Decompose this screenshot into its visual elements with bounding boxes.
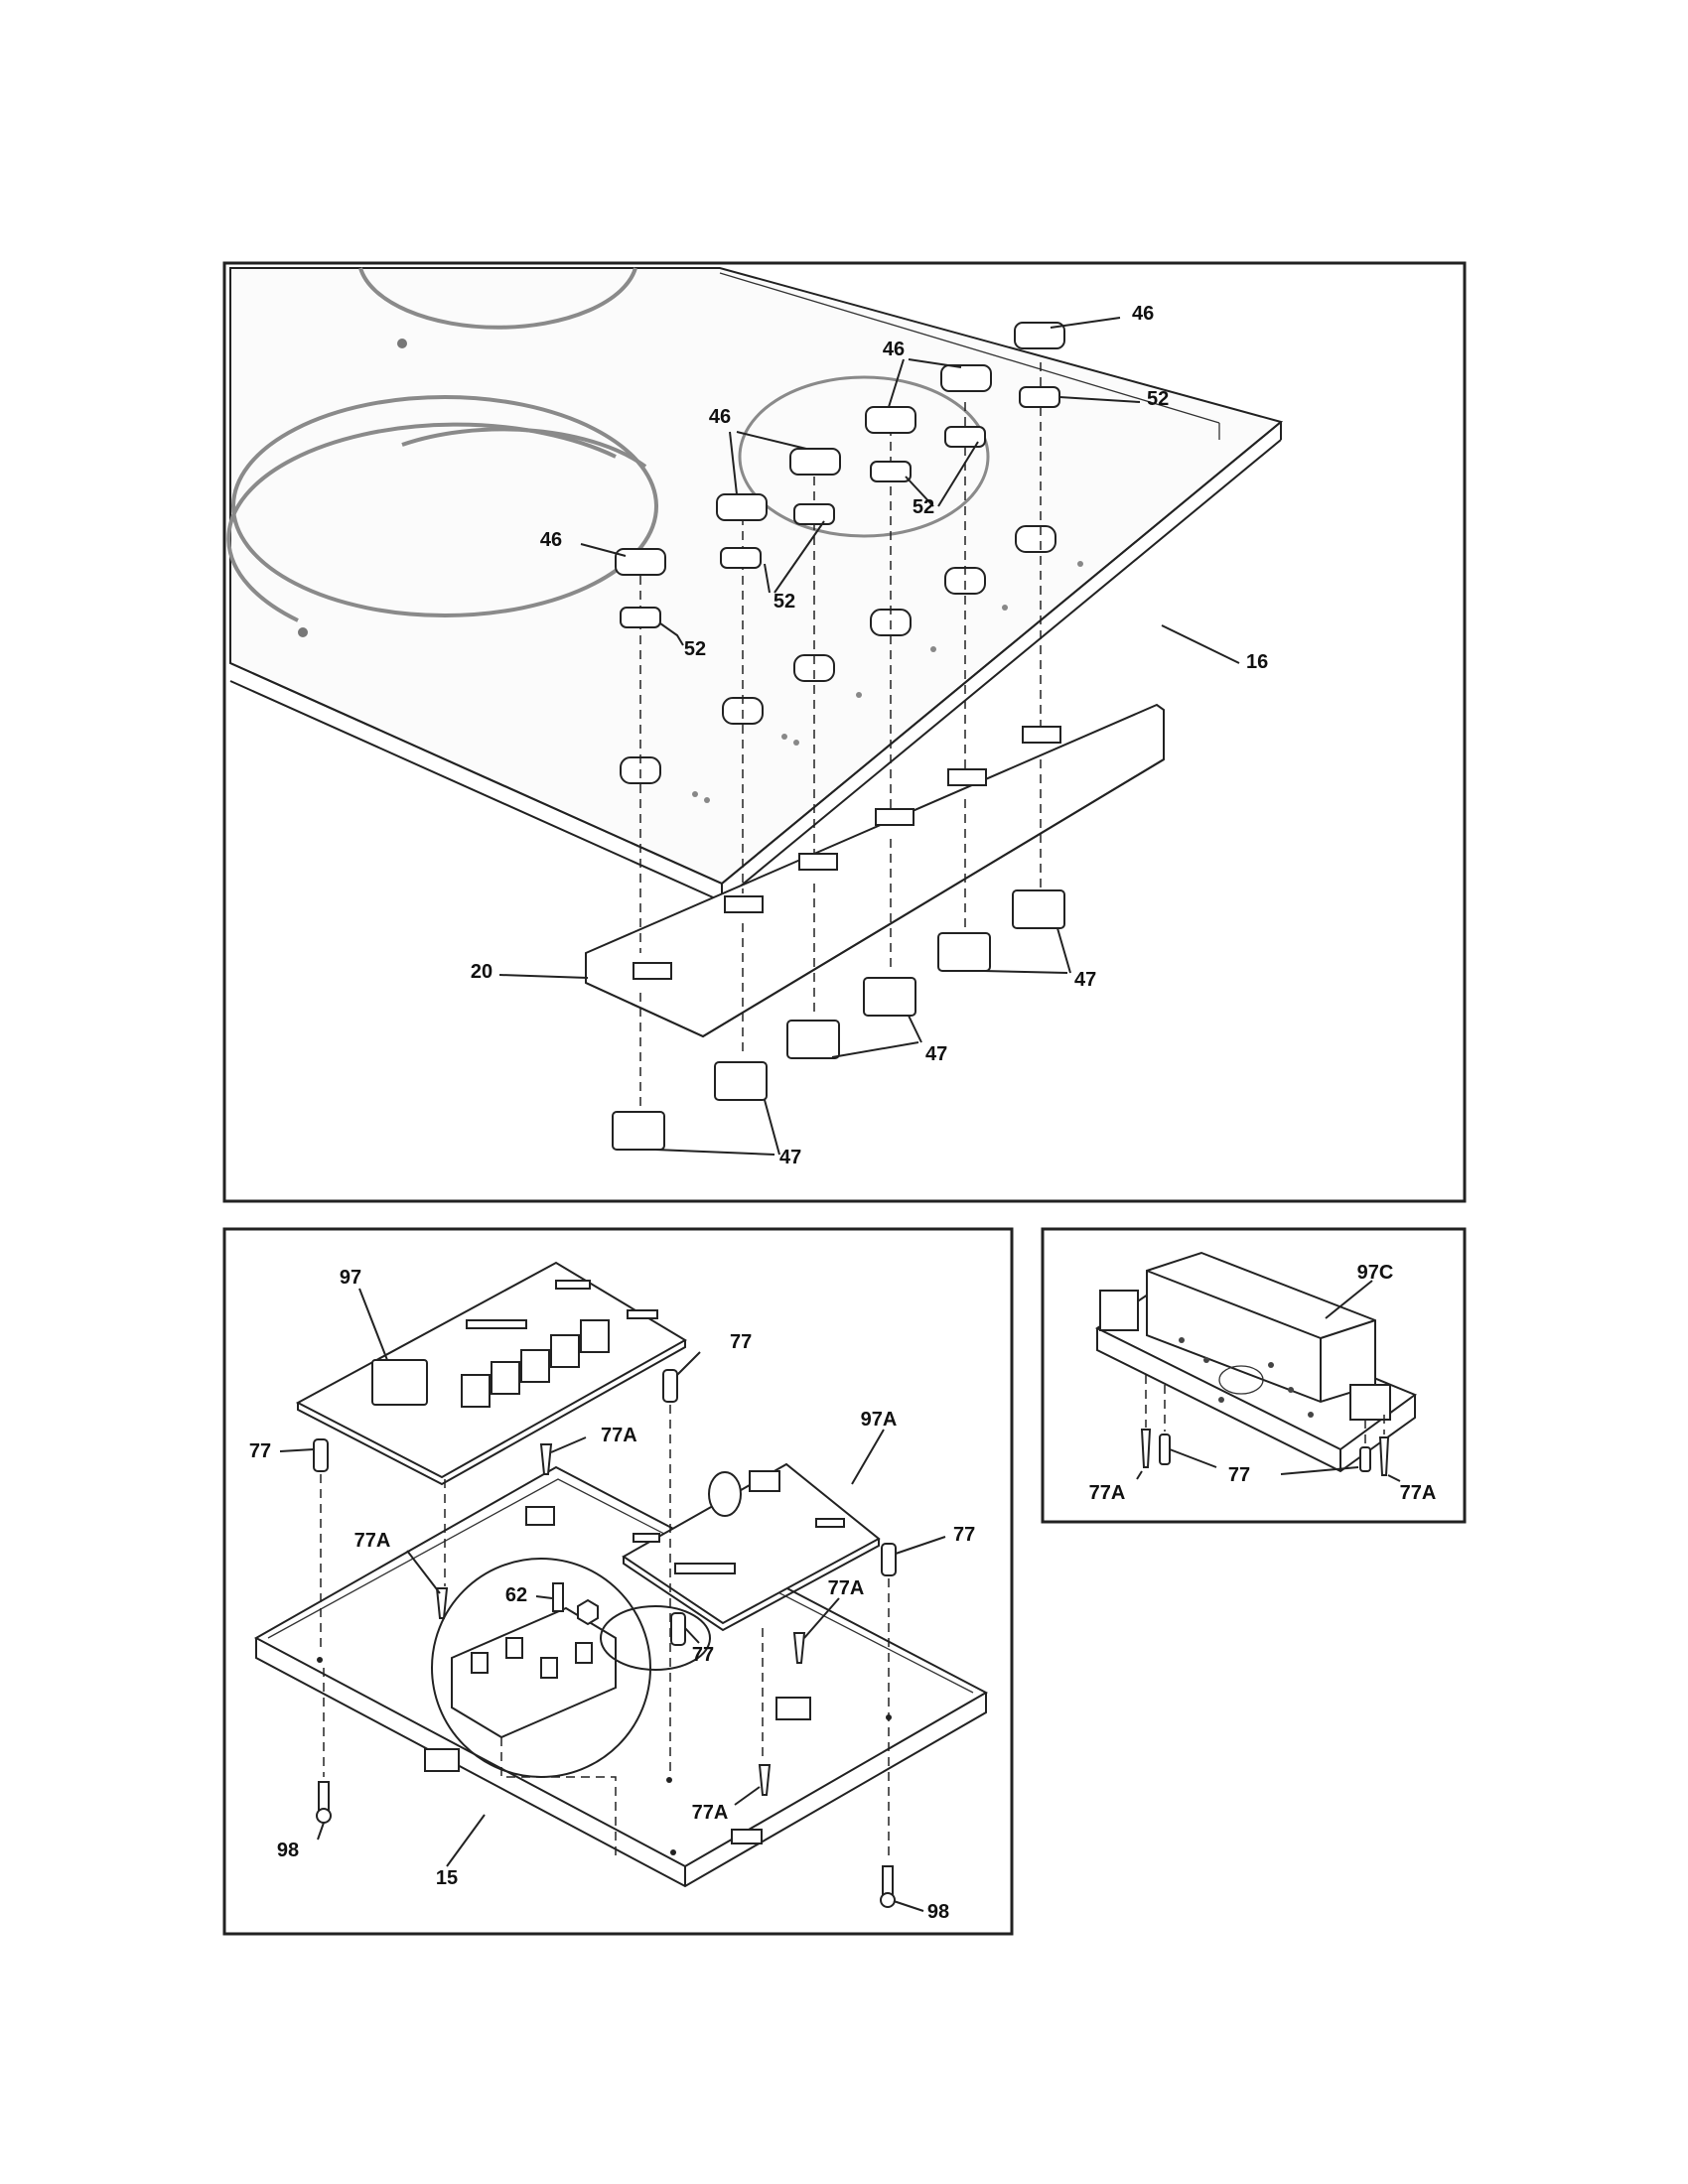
- lower-right-panel: 97C 77A 77 77A: [1041, 1227, 1467, 1524]
- callout-46: 46: [540, 529, 562, 551]
- callout-77: 77: [249, 1440, 271, 1462]
- callout-77: 77: [953, 1524, 975, 1546]
- board-assembly: [1095, 1251, 1418, 1473]
- knob-caps: [615, 322, 1065, 576]
- callout-20: 20: [471, 961, 492, 983]
- locking-support: [539, 1443, 553, 1475]
- standoff: [670, 1612, 686, 1646]
- callout-98: 98: [927, 1901, 949, 1923]
- burner-ring-front-left: [231, 395, 658, 617]
- gasket: [1019, 386, 1060, 408]
- callout-77a: 77A: [692, 1802, 729, 1824]
- locking-supports: [435, 1443, 806, 1796]
- lower-right-alignment-lines: [1145, 1375, 1385, 1444]
- callout-46: 46: [883, 339, 905, 360]
- callout-47: 47: [779, 1147, 801, 1168]
- knob-cap: [716, 493, 768, 521]
- switch: [786, 1020, 840, 1059]
- locking-support: [1378, 1436, 1390, 1476]
- knob-cap: [1014, 322, 1065, 349]
- board-display-segments: [633, 726, 1061, 980]
- lower-left-callouts: 97 77 77 77A 77A 97A 77 77A 62 77 77A 98…: [249, 1267, 975, 1923]
- callout-98: 98: [277, 1840, 299, 1861]
- screw: [318, 1781, 330, 1813]
- locking-support: [792, 1632, 806, 1664]
- switch: [863, 977, 916, 1017]
- callout-52: 52: [913, 496, 934, 518]
- glass-cooktop: [226, 267, 1284, 903]
- gasket: [870, 461, 912, 482]
- switch: [937, 932, 991, 972]
- chassis: [253, 1465, 989, 1888]
- callout-97a: 97A: [861, 1409, 898, 1431]
- callout-52: 52: [684, 638, 706, 660]
- knob-cap: [865, 406, 916, 434]
- callout-47: 47: [925, 1043, 947, 1065]
- callout-77a: 77A: [1400, 1482, 1437, 1504]
- locking-support: [435, 1587, 449, 1619]
- standoff: [1359, 1446, 1371, 1472]
- touch-control-board: [585, 703, 1165, 1038]
- gasket: [944, 426, 986, 448]
- lower-left-panel: 97 77 77 77A 77A 97A 77 77A 62 77 77A 98…: [222, 1227, 1014, 1936]
- switch: [714, 1061, 768, 1101]
- control-board: [622, 1462, 881, 1632]
- standoff: [313, 1438, 329, 1472]
- switches: [612, 889, 1065, 1151]
- switch: [612, 1111, 665, 1151]
- callout-52: 52: [1147, 388, 1169, 410]
- knob-cap: [789, 448, 841, 476]
- screw: [882, 1865, 894, 1897]
- callout-52: 52: [774, 591, 795, 613]
- lower-right-callouts: 97C 77A 77 77A: [1089, 1262, 1437, 1504]
- gasket: [720, 547, 762, 569]
- callout-77a: 77A: [354, 1530, 391, 1552]
- callout-16: 16: [1246, 651, 1268, 673]
- lower-left-leader-lines: [279, 1288, 946, 1912]
- top-leader-lines: [498, 317, 1240, 1156]
- lower-right-leader-lines: [1136, 1280, 1401, 1482]
- top-callouts: 46 46 46 46 52 52 52 52 16 20 47 47 47: [471, 303, 1268, 1168]
- standoff: [881, 1543, 897, 1576]
- callout-77: 77: [692, 1644, 714, 1666]
- relay-board: [295, 1261, 687, 1486]
- callout-97: 97: [340, 1267, 361, 1289]
- standoff: [1159, 1433, 1171, 1465]
- callout-97c: 97C: [1357, 1262, 1394, 1284]
- callout-46: 46: [1132, 303, 1154, 325]
- screws: [316, 1781, 896, 1908]
- callout-47: 47: [1074, 969, 1096, 991]
- callout-77a: 77A: [1089, 1482, 1126, 1504]
- knob-cap: [615, 548, 666, 576]
- lower-left-alignment-lines: [320, 1405, 890, 1861]
- gasket: [620, 607, 661, 628]
- knob-cap: [940, 364, 992, 392]
- locking-support: [758, 1764, 772, 1796]
- callout-77a: 77A: [601, 1425, 637, 1446]
- callout-62: 62: [505, 1584, 527, 1606]
- top-alignment-lines: [639, 362, 1042, 1107]
- callout-77a: 77A: [828, 1577, 865, 1599]
- switch: [1012, 889, 1065, 929]
- locking-support: [1140, 1429, 1152, 1468]
- top-panel: 46 46 46 46 52 52 52 52 16 20 47 47 47: [222, 261, 1467, 1203]
- standoff: [662, 1369, 678, 1403]
- callout-15: 15: [436, 1867, 458, 1889]
- callout-77: 77: [1228, 1464, 1250, 1486]
- callout-46: 46: [709, 406, 731, 428]
- gasket: [793, 503, 835, 525]
- burner-ring-back: [358, 267, 637, 330]
- callout-77: 77: [730, 1331, 752, 1353]
